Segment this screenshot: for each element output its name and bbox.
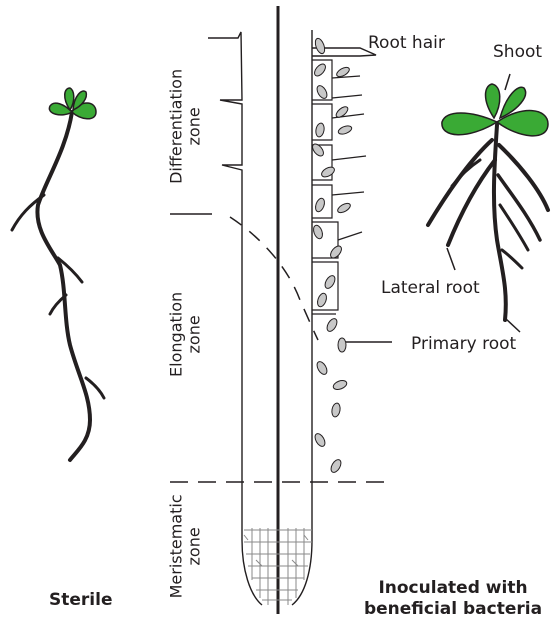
lateral-root — [428, 140, 492, 225]
root-left-wall — [208, 32, 242, 540]
bacterium — [315, 360, 329, 376]
lateral-root-label: Lateral root — [381, 280, 480, 297]
elongation-zone-label-line2: zone — [186, 274, 204, 394]
elongation-zone-label-line1: Elongation — [168, 274, 186, 394]
bacterium — [337, 124, 353, 135]
lateral-root-leader — [447, 248, 455, 270]
bacterium — [314, 37, 327, 55]
bacterium — [331, 402, 341, 417]
root-hair — [332, 95, 362, 98]
inoculated-label: Inoculated with beneficial bacteria — [358, 578, 548, 621]
inoculated-label-line2: beneficial bacteria — [358, 599, 548, 620]
root-hair — [332, 156, 366, 160]
bacterium — [338, 338, 346, 352]
leaf — [486, 84, 500, 118]
bacterium — [314, 197, 326, 213]
bacterium — [325, 317, 339, 333]
bacterium — [315, 84, 329, 100]
bacteria — [310, 37, 352, 474]
sterile-seedling — [12, 112, 104, 460]
elongation-zone-label: Elongation zone — [168, 274, 205, 394]
bacterium — [320, 165, 336, 179]
primary-root-label: Primary root — [411, 336, 516, 353]
central-root — [208, 6, 376, 614]
lateral-root — [499, 145, 548, 210]
leaf — [442, 113, 497, 135]
shoot-label: Shoot — [493, 44, 542, 61]
root-hair — [338, 232, 362, 240]
root-right-wall — [292, 30, 312, 605]
primary-root-leader — [505, 318, 520, 332]
bacterium — [315, 122, 325, 137]
sterile-label: Sterile — [49, 590, 112, 611]
bacterium — [329, 458, 343, 474]
root-hair — [332, 76, 360, 78]
root-hair-label: Root hair — [368, 35, 445, 52]
dashed-transition-line — [230, 217, 318, 340]
lateral-root — [502, 250, 522, 268]
differentiation-zone-label-line1: Differentiation — [168, 51, 186, 201]
meristematic-zone-label-line1: Meristematic — [168, 481, 186, 611]
bacterium — [332, 379, 348, 391]
lateral-root — [448, 160, 495, 245]
primary-root — [494, 125, 506, 320]
bacterium — [312, 62, 327, 78]
differentiation-zone-label-line2: zone — [186, 51, 204, 201]
sterile-lateral-root — [86, 378, 104, 398]
meristematic-zone-label: Meristematic zone — [168, 481, 205, 611]
bacterium — [313, 432, 327, 448]
lateral-root — [452, 160, 480, 186]
meristematic-zone-label-line2: zone — [186, 481, 204, 611]
inoculated-label-line1: Inoculated with — [358, 578, 548, 599]
bacterium — [336, 201, 352, 214]
shoot-leader — [505, 74, 510, 90]
bacterium — [316, 292, 328, 308]
differentiation-zone-label: Differentiation zone — [168, 51, 205, 201]
sterile-primary-root — [37, 112, 90, 460]
root-hair — [332, 192, 364, 195]
bacterium — [323, 274, 337, 290]
bacterium — [312, 224, 324, 240]
